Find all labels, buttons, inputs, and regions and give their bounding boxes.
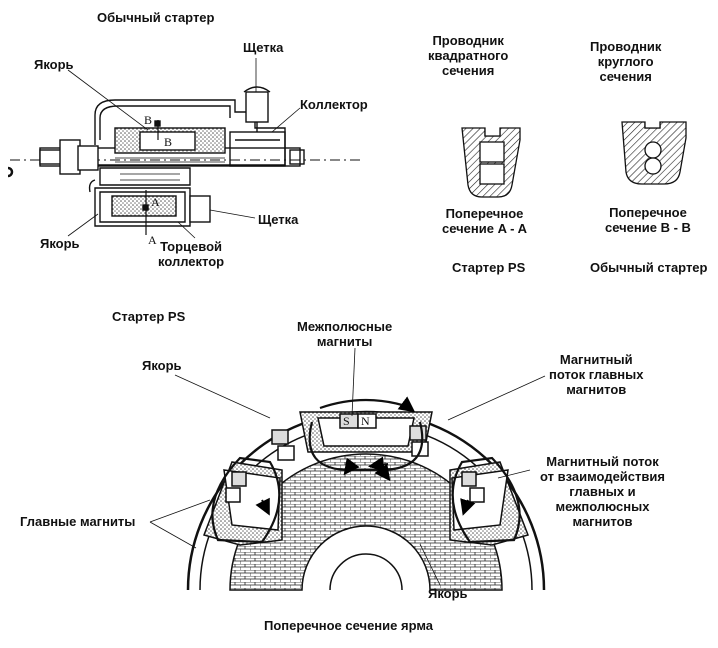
- armature-center-label: Якорь: [428, 586, 468, 601]
- section-aa-label: Поперечное сечение A - A: [442, 206, 527, 236]
- brush-top-label: Щетка: [243, 40, 284, 55]
- square-conductor-section: [461, 127, 521, 198]
- square-conductor-label: Проводник квадратного сечения: [428, 33, 509, 78]
- conventional-starter-caption: Обычный стартер: [590, 260, 708, 275]
- conventional-starter-drawing: [7, 58, 360, 239]
- marker-b-inner: B: [164, 135, 172, 149]
- section-bb-label: Поперечное сечение B - B: [605, 205, 691, 235]
- interaction-flux-label: Магнитный поток от взаимодействия главны…: [540, 454, 665, 529]
- marker-b-top: B: [144, 113, 152, 127]
- main-magnets-label: Главные магниты: [20, 514, 136, 529]
- round-conductor-label: Проводник круглого сечения: [590, 39, 662, 84]
- commutator-label: Коллектор: [300, 97, 368, 112]
- yoke-section-caption: Поперечное сечение ярма: [264, 618, 434, 633]
- main-flux-label: Магнитный поток главных магнитов: [549, 352, 644, 397]
- armature-yoke-label: Якорь: [142, 358, 182, 373]
- round-conductor-section: [621, 121, 687, 185]
- marker-a-bottom: A: [148, 233, 157, 247]
- face-commutator-label: Торцевой коллектор: [158, 239, 225, 269]
- ps-starter-caption: Стартер PS: [452, 260, 526, 275]
- interpole-magnets-label: Межполюсные магниты: [297, 319, 393, 349]
- conventional-starter-title: Обычный стартер: [97, 10, 215, 25]
- yoke-drawing: [149, 347, 546, 591]
- armature-bottom-label: Якорь: [40, 236, 80, 251]
- ps-starter-title: Стартер PS: [112, 309, 186, 324]
- armature-top-label: Якорь: [34, 57, 74, 72]
- pole-n-label: N: [361, 414, 370, 428]
- brush-bottom-label: Щетка: [258, 212, 299, 227]
- marker-a-inner: A: [151, 195, 160, 209]
- pole-s-label: S: [343, 414, 350, 428]
